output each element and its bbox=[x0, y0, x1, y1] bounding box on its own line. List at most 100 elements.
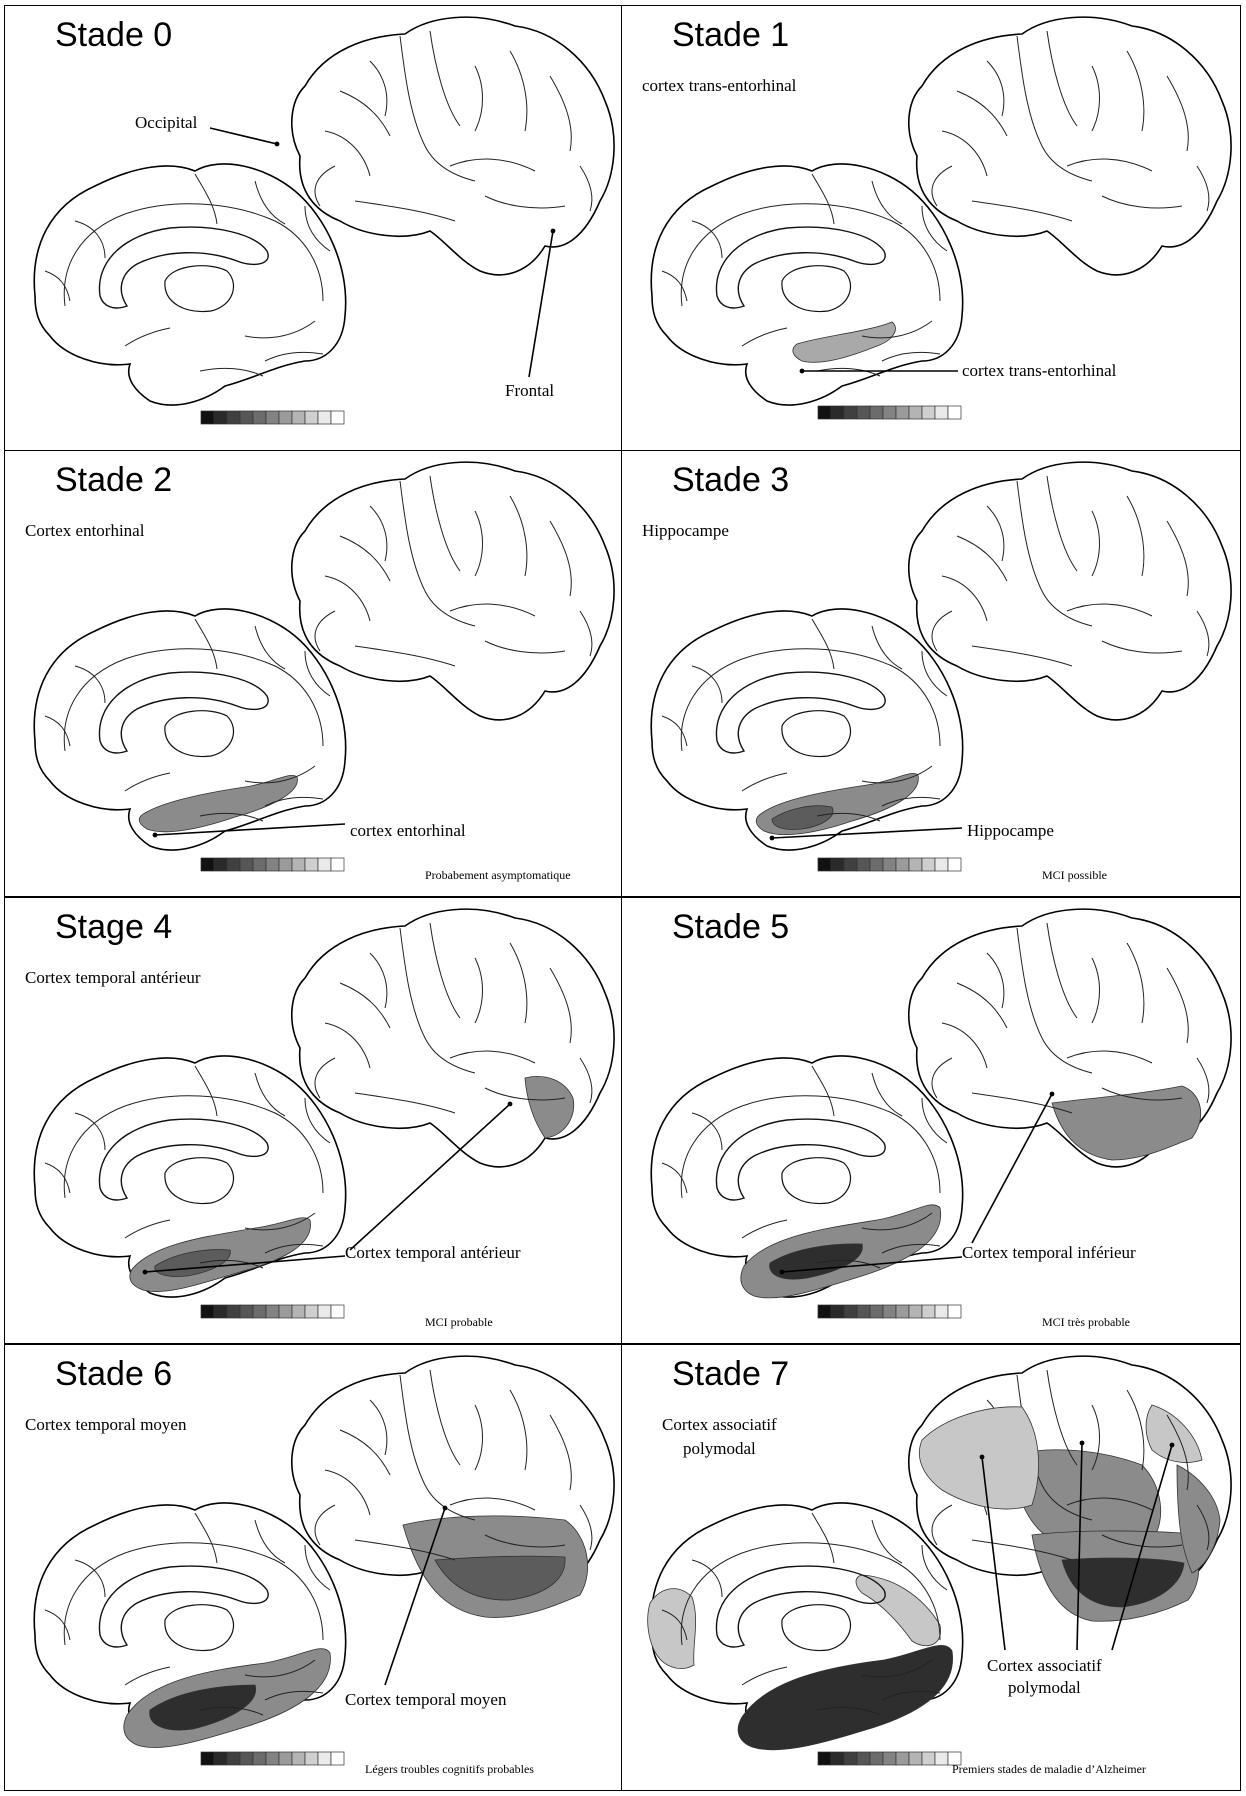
leader-tip bbox=[443, 1506, 448, 1511]
medial-brain-view bbox=[651, 164, 962, 405]
scale-swatch bbox=[227, 411, 240, 424]
annotation-label: cortex trans-entorhinal bbox=[962, 361, 1116, 381]
scale-swatch bbox=[253, 1752, 266, 1765]
leader-line bbox=[210, 128, 277, 144]
scale-swatch bbox=[253, 1305, 266, 1318]
stage-panel-3: Stade 3HippocampeHippocampeMCI possible bbox=[621, 450, 1241, 897]
brain-diagram bbox=[5, 898, 624, 1344]
scale-swatch bbox=[266, 858, 279, 871]
scale-swatch bbox=[279, 1305, 292, 1318]
scale-swatch bbox=[935, 1305, 948, 1318]
scale-swatch bbox=[214, 1305, 227, 1318]
lateral-brain-view bbox=[292, 17, 614, 275]
lateral-brain-view bbox=[292, 909, 614, 1167]
scale-swatch bbox=[896, 1752, 909, 1765]
scale-swatch bbox=[305, 411, 318, 424]
scale-swatch bbox=[318, 1305, 331, 1318]
scale-swatch bbox=[292, 1305, 305, 1318]
scale-swatch bbox=[318, 1752, 331, 1765]
diagnosis-label: MCI très probable bbox=[1042, 1315, 1130, 1330]
lateral-brain-outline bbox=[909, 17, 1231, 275]
region-title: cortex trans-entorhinal bbox=[642, 74, 796, 98]
scale-swatch bbox=[818, 406, 831, 419]
scale-swatch bbox=[201, 858, 214, 871]
stage-title: Stade 0 bbox=[55, 16, 172, 55]
scale-swatch bbox=[883, 1752, 896, 1765]
scale-swatch bbox=[831, 858, 844, 871]
scale-swatch bbox=[818, 1305, 831, 1318]
scale-swatch bbox=[331, 858, 344, 871]
gray-scale-bar bbox=[201, 411, 344, 424]
scale-swatch bbox=[305, 1752, 318, 1765]
scale-swatch bbox=[318, 858, 331, 871]
stage-title: Stade 3 bbox=[672, 461, 789, 500]
scale-swatch bbox=[266, 1752, 279, 1765]
region-title: Cortex associatif polymodal bbox=[662, 1413, 777, 1461]
leader-tip bbox=[800, 369, 805, 374]
stage-title: Stade 1 bbox=[672, 16, 789, 55]
leader-tip bbox=[508, 1102, 513, 1107]
medial-brain-view bbox=[651, 609, 962, 850]
stage-title: Stade 6 bbox=[55, 1355, 172, 1394]
scale-swatch bbox=[896, 1305, 909, 1318]
lateral-brain-view bbox=[292, 462, 614, 720]
scale-swatch bbox=[844, 858, 857, 871]
scale-swatch bbox=[909, 406, 922, 419]
scale-swatch bbox=[201, 1305, 214, 1318]
stage-panel-4: Stage 4Cortex temporal antérieurCortex t… bbox=[4, 897, 624, 1344]
scale-swatch bbox=[266, 1305, 279, 1318]
gray-scale-bar bbox=[818, 1305, 961, 1318]
diagnosis-label: Premiers stades de maladie d’Alzheimer bbox=[952, 1762, 1146, 1777]
annotation-label: Occipital bbox=[135, 113, 197, 133]
scale-swatch bbox=[857, 1305, 870, 1318]
scale-swatch bbox=[292, 1752, 305, 1765]
lateral-brain-outline bbox=[292, 17, 614, 275]
scale-swatch bbox=[214, 411, 227, 424]
medial-brain-outline bbox=[34, 164, 345, 405]
stage-title: Stage 4 bbox=[55, 908, 172, 947]
leader-tip bbox=[1170, 1443, 1175, 1448]
scale-swatch bbox=[227, 858, 240, 871]
lateral-brain-outline bbox=[292, 909, 614, 1167]
brain-diagram bbox=[622, 898, 1241, 1344]
scale-swatch bbox=[844, 1305, 857, 1318]
scale-swatch bbox=[240, 411, 253, 424]
scale-swatch bbox=[883, 406, 896, 419]
brain-diagram bbox=[622, 451, 1241, 897]
scale-swatch bbox=[279, 1752, 292, 1765]
scale-swatch bbox=[279, 858, 292, 871]
scale-swatch bbox=[883, 1305, 896, 1318]
leader-tip bbox=[980, 1455, 985, 1460]
scale-swatch bbox=[214, 858, 227, 871]
scale-swatch bbox=[857, 1752, 870, 1765]
stage-panel-1: Stade 1 cortex trans-entorhinal cortex tra… bbox=[621, 5, 1241, 452]
scale-swatch bbox=[883, 858, 896, 871]
scale-swatch bbox=[909, 1305, 922, 1318]
brain-diagram bbox=[5, 451, 624, 897]
gray-scale-bar bbox=[201, 858, 344, 871]
scale-swatch bbox=[844, 1752, 857, 1765]
scale-swatch bbox=[331, 411, 344, 424]
scale-swatch bbox=[935, 858, 948, 871]
scale-swatch bbox=[922, 858, 935, 871]
diagnosis-label: MCI probable bbox=[425, 1315, 493, 1330]
leader-tip bbox=[143, 1270, 148, 1275]
scale-swatch bbox=[253, 858, 266, 871]
gray-scale-bar bbox=[818, 1752, 961, 1765]
medial-brain-view bbox=[34, 609, 345, 850]
annotation-label: Cortex temporal inférieur bbox=[962, 1243, 1136, 1263]
leader-tip bbox=[1080, 1441, 1085, 1446]
scale-swatch bbox=[253, 411, 266, 424]
stage-panel-6: Stade 6Cortex temporal moyenCortex tempo… bbox=[4, 1344, 624, 1791]
brain-diagram bbox=[622, 6, 1241, 452]
annotation-label: Cortex temporal antérieur bbox=[345, 1243, 521, 1263]
scale-swatch bbox=[292, 411, 305, 424]
scale-swatch bbox=[201, 411, 214, 424]
stage-title: Stade 2 bbox=[55, 461, 172, 500]
scale-swatch bbox=[935, 1752, 948, 1765]
annotation-label: Cortex temporal moyen bbox=[345, 1690, 506, 1710]
annotation-label: cortex entorhinal bbox=[350, 821, 466, 841]
medial-brain-view bbox=[651, 1056, 962, 1298]
scale-swatch bbox=[305, 858, 318, 871]
scale-swatch bbox=[870, 1752, 883, 1765]
